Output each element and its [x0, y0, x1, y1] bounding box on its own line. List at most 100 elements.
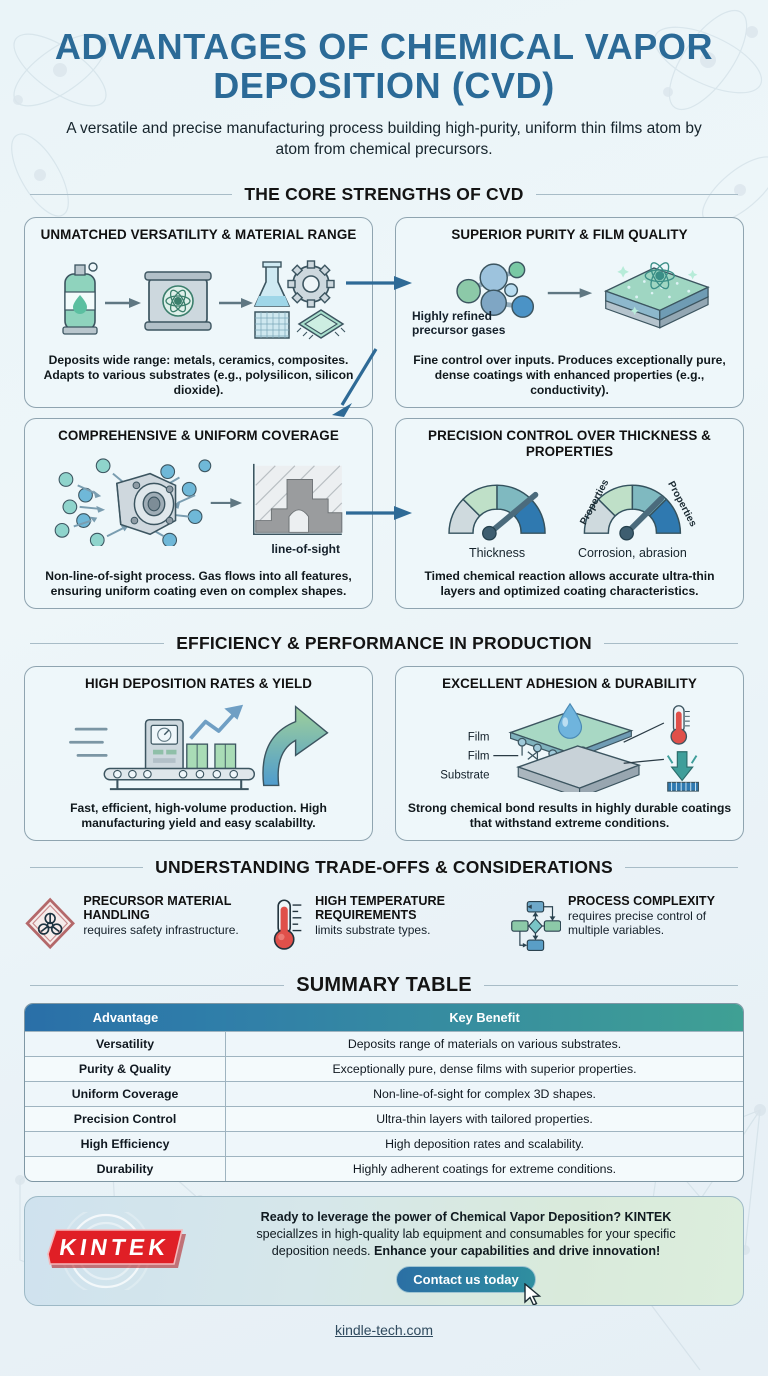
- divider-line-left: [30, 867, 144, 869]
- trend-arrow-icon: [188, 709, 239, 740]
- water-droplet-icon: [557, 702, 582, 740]
- card-description: Non-line-of-sight process. Gas flows int…: [45, 568, 352, 598]
- tradeoff-subtitle: requires safety infrastructure.: [83, 923, 239, 938]
- growth-arrow-icon: [261, 705, 329, 787]
- summary-table: Advantage Key Benefit Versatility Deposi…: [24, 1003, 744, 1183]
- chip-icon: [296, 308, 345, 340]
- gas-cylinder-icon: [61, 262, 98, 335]
- card-purity[interactable]: SUPERIOR PURITY & FILM QUALITY: [395, 217, 744, 409]
- cta-line-3: deposition needs. Enhance your capabilit…: [205, 1243, 727, 1260]
- card-adhesion-durability[interactable]: EXCELLENT ADHESION & DURABILITY Film Fil…: [395, 666, 744, 842]
- table-row: Precision Control Ultra-thin layers with…: [25, 1106, 743, 1132]
- card-versatility[interactable]: UNMATCHED VERSATILITY & MATERIAL RANGE: [24, 217, 373, 409]
- divider-line-left: [30, 194, 233, 196]
- cell-advantage: Precision Control: [25, 1106, 227, 1132]
- divider-line-right: [483, 985, 738, 987]
- section-title: UNDERSTANDING TRADE-OFFS & CONSIDERATION…: [155, 857, 613, 878]
- efficiency-grid: HIGH DEPOSITION RATES & YIELD: [24, 666, 744, 842]
- tradeoff-title: HIGH TEMPERATURE REQUIREMENTS: [315, 894, 445, 923]
- cell-advantage: Uniform Coverage: [25, 1081, 227, 1107]
- card-description: Deposits wide range: metals, ceramics, c…: [43, 353, 354, 397]
- cta-text-block: Ready to leverage the power of Chemical …: [205, 1209, 727, 1306]
- section-title: SUMMARY TABLE: [296, 974, 472, 997]
- card-illustration-purity: Highly refined precursor gases: [406, 243, 733, 351]
- label-film-bottom: Film: [467, 751, 489, 763]
- card-description: Fine control over inputs. Produces excep…: [413, 353, 726, 397]
- cta-line-2: speciallzes in high-quality lab equipmen…: [256, 1226, 676, 1241]
- label-film-top: Film: [467, 731, 489, 743]
- table-row: Uniform Coverage Non-line-of-sight for c…: [25, 1081, 743, 1107]
- cta-banner: KINTEK Ready to leverage the power of Ch…: [24, 1196, 744, 1307]
- complex-part-icon: [115, 472, 176, 536]
- section-header-core-strengths: THE CORE STRENGTHS OF CVD: [30, 184, 738, 205]
- card-title: UNMATCHED VERSATILITY & MATERIAL RANGE: [40, 227, 357, 243]
- cursor-icon: [524, 1283, 542, 1306]
- section-header-summary: SUMMARY TABLE: [30, 974, 738, 997]
- column-header-advantage: Advantage: [25, 1004, 227, 1032]
- card-uniform-coverage[interactable]: COMPREHENSIVE & UNIFORM COVERAGE: [24, 418, 373, 610]
- thermometer-icon: [669, 705, 690, 745]
- mesh-sheet-icon: [253, 311, 290, 339]
- divider-line-right: [535, 194, 738, 196]
- tradeoff-text: HIGH TEMPERATURE REQUIREMENTS limits sub…: [315, 890, 503, 938]
- cell-benefit: Deposits range of materials on various s…: [226, 1031, 743, 1056]
- card-deposition-rates[interactable]: HIGH DEPOSITION RATES & YIELD: [24, 666, 373, 842]
- card-description: Timed chemical reaction allows accurate …: [424, 568, 715, 598]
- column-header-key-benefit: Key Benefit: [226, 1004, 743, 1032]
- tradeoff-subtitle: requires precise control of multiple var…: [568, 909, 707, 938]
- gauge-thickness-icon: [447, 484, 546, 541]
- reactor-icon: [143, 271, 212, 331]
- cell-benefit: Highly adherent coatings for extreme con…: [226, 1156, 743, 1181]
- table-row: Purity & Quality Exceptionally pure, den…: [25, 1056, 743, 1082]
- section-header-tradeoffs: UNDERSTANDING TRADE-OFFS & CONSIDERATION…: [30, 857, 739, 878]
- section-header-efficiency: EFFICIENCY & PERFORMANCE IN PRODUCTION: [30, 633, 739, 654]
- card-precision-control[interactable]: PRECISION CONTROL OVER THICKNESS & PROPE…: [395, 418, 744, 610]
- tradeoff-title: PROCESS COMPLEXITY: [568, 894, 715, 909]
- table-row: High Efficiency High deposition rates an…: [25, 1131, 743, 1157]
- divider-line-left: [30, 985, 285, 987]
- table-header-row: Advantage Key Benefit: [25, 1004, 743, 1032]
- cell-advantage: Durability: [25, 1156, 227, 1182]
- card-title: EXCELLENT ADHESION & DURABILITY: [442, 676, 697, 692]
- contact-us-button[interactable]: Contact us today: [396, 1266, 536, 1294]
- kintek-logo: KINTEK: [35, 1212, 195, 1291]
- section-title: EFFICIENCY & PERFORMANCE IN PRODUCTION: [176, 633, 592, 654]
- cta-line-1-bold: Ready to leverage the power of Chemical …: [260, 1210, 672, 1225]
- cta-line-3-bold: Enhance your capabilities and drive inno…: [374, 1243, 661, 1258]
- cell-advantage: Versatility: [25, 1031, 227, 1057]
- divider-line-right: [603, 643, 739, 645]
- card-title: HIGH DEPOSITION RATES & YIELD: [84, 676, 313, 692]
- card-title: COMPREHENSIVE & UNIFORM COVERAGE: [58, 428, 339, 444]
- cell-benefit: Non-line-of-sight for complex 3D shapes.: [226, 1081, 743, 1106]
- card-illustration-adhesion: Film Film Substrate: [406, 692, 733, 799]
- art-label-line-of-sight: line-of-sight: [271, 542, 340, 557]
- tradeoff-title: PRECURSOR MATERIAL HANDLING: [83, 894, 232, 923]
- divider-line-right: [624, 867, 739, 869]
- tradeoff-subtitle: limits substrate types.: [315, 923, 431, 938]
- cell-advantage: Purity & Quality: [25, 1056, 227, 1082]
- tradeoff-item-complexity: PROCESS COMPLEXITY requires precise cont…: [507, 890, 744, 962]
- table-row: Durability Highly adherent coatings for …: [25, 1156, 743, 1182]
- tradeoff-text: PRECURSOR MATERIAL HANDLING requires saf…: [83, 890, 261, 938]
- card-illustration-coverage: line-of-sight: [35, 444, 362, 567]
- molecule-icon: [455, 261, 534, 319]
- card-title: PRECISION CONTROL OVER THICKNESS & PROPE…: [428, 428, 711, 459]
- flask-icon: [253, 261, 290, 307]
- thin-film-stack-icon: [603, 262, 710, 330]
- logo-text: KINTEK: [58, 1234, 172, 1260]
- table-body: Versatility Deposits range of materials …: [25, 1031, 743, 1182]
- cell-benefit: Exceptionally pure, dense films with sup…: [226, 1056, 743, 1081]
- card-description: Fast, efficient, high-volume production.…: [70, 800, 327, 830]
- line-of-sight-diagram: [252, 464, 342, 536]
- conveyor-icon: [68, 719, 255, 791]
- tradeoff-item-precursor: PRECURSOR MATERIAL HANDLING requires saf…: [24, 890, 261, 962]
- footer-url[interactable]: kindle-tech.com: [334, 1322, 434, 1339]
- art-label-precursor-gases: Highly refined precursor gases: [412, 309, 506, 337]
- flowchart-icon: [510, 901, 561, 952]
- table-row: Versatility Deposits range of materials …: [25, 1031, 743, 1057]
- cell-advantage: High Efficiency: [25, 1131, 227, 1157]
- tradeoff-text: PROCESS COMPLEXITY requires precise cont…: [568, 890, 744, 938]
- section-title: THE CORE STRENGTHS OF CVD: [244, 184, 524, 205]
- thermometer-icon: [274, 899, 302, 951]
- card-illustration-versatility: [35, 243, 362, 351]
